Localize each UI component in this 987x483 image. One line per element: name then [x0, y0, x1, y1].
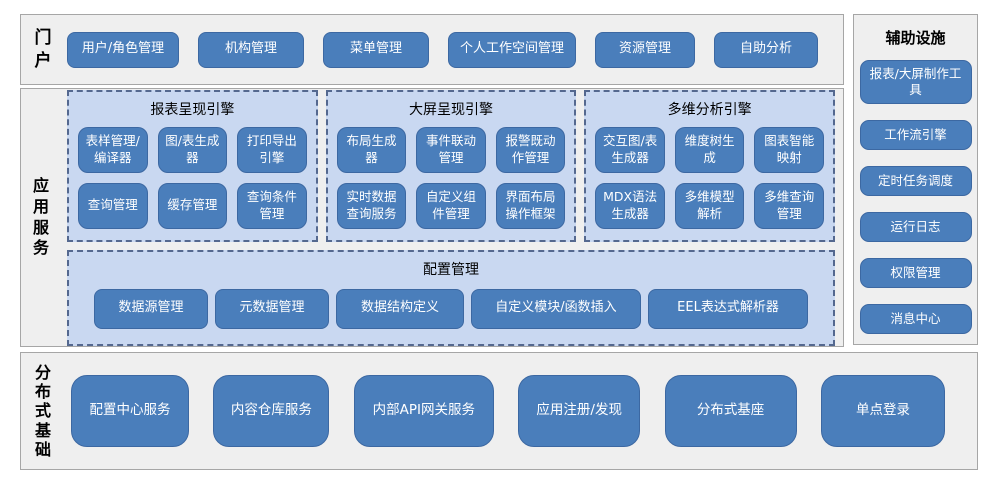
engine-panel-bigscreen-rendering: 大屏呈现引擎 布局生成器 事件联动管理 报警既动作管理 实时数据查询服务 自定义…	[325, 89, 577, 242]
engine-button-grid: 表样管理/编译器 图/表生成器 打印导出引擎 查询管理 缓存管理 查询条件管理	[78, 126, 307, 229]
config-button-eel-expression-parser[interactable]: EEL表达式解析器	[648, 288, 808, 329]
app-services-content: 报表呈现引擎 表样管理/编译器 图/表生成器 打印导出引擎 查询管理 缓存管理 …	[51, 89, 843, 346]
engine-button-grid: 布局生成器 事件联动管理 报警既动作管理 实时数据查询服务 自定义组件管理 界面…	[336, 126, 566, 229]
engine-button-cache-mgmt[interactable]: 缓存管理	[157, 182, 228, 229]
engine-button-chart-table-generator[interactable]: 图/表生成器	[157, 126, 228, 173]
engine-panel-title: 报表呈现引擎	[150, 101, 235, 118]
engines-row: 报表呈现引擎 表样管理/编译器 图/表生成器 打印导出引擎 查询管理 缓存管理 …	[67, 89, 836, 242]
foundation-button-row: 配置中心服务 内容仓库服务 内部API网关服务 应用注册/发现 分布式基座 单点…	[53, 375, 977, 447]
engine-panel-title: 大屏呈现引擎	[409, 101, 493, 118]
engine-button-print-export-engine[interactable]: 打印导出引擎	[237, 126, 307, 173]
config-panel-title: 配置管理	[423, 261, 479, 278]
engine-button-alarm-action-mgmt[interactable]: 报警既动作管理	[495, 126, 566, 173]
app-services-section: 应用服务 报表呈现引擎 表样管理/编译器 图/表生成器 打印导出引擎 查询管理 …	[20, 88, 844, 347]
engine-button-ui-layout-framework[interactable]: 界面布局操作框架	[495, 182, 566, 229]
portal-button-resource-mgmt[interactable]: 资源管理	[595, 31, 695, 68]
engine-button-custom-component-mgmt[interactable]: 自定义组件管理	[416, 182, 486, 229]
auxiliary-section: 辅助设施 报表/大屏制作工具 工作流引擎 定时任务调度 运行日志 权限管理 消息…	[853, 14, 978, 345]
aux-button-run-logs[interactable]: 运行日志	[859, 212, 972, 242]
engine-button-smart-chart-mapping[interactable]: 图表智能映射	[754, 126, 824, 173]
base-button-internal-api-gateway[interactable]: 内部API网关服务	[353, 375, 494, 447]
config-button-data-structure-definition[interactable]: 数据结构定义	[336, 288, 464, 329]
app-services-section-label: 应用服务	[32, 175, 49, 258]
engine-panel-olap-analysis: 多维分析引擎 交互图/表生成器 维度树生成 图表智能映射 MDX语法生成器 多维…	[584, 89, 836, 242]
engine-panel-report-rendering: 报表呈现引擎 表样管理/编译器 图/表生成器 打印导出引擎 查询管理 缓存管理 …	[67, 89, 318, 242]
auxiliary-button-column: 报表/大屏制作工具 工作流引擎 定时任务调度 运行日志 权限管理 消息中心	[854, 52, 977, 334]
base-button-config-center-service[interactable]: 配置中心服务	[71, 375, 189, 447]
engine-button-interactive-chart-generator[interactable]: 交互图/表生成器	[595, 126, 665, 173]
engine-button-mdx-generator[interactable]: MDX语法生成器	[595, 182, 665, 229]
config-button-metadata-mgmt[interactable]: 元数据管理	[215, 288, 329, 329]
aux-button-report-screen-tool[interactable]: 报表/大屏制作工具	[859, 60, 972, 104]
aux-button-workflow-engine[interactable]: 工作流引擎	[859, 120, 972, 150]
aux-button-permission-mgmt[interactable]: 权限管理	[859, 258, 972, 288]
portal-button-self-service-analysis[interactable]: 自助分析	[714, 31, 818, 68]
config-mgmt-panel: 配置管理 数据源管理 元数据管理 数据结构定义 自定义模块/函数插入 EEL表达…	[67, 249, 835, 346]
config-button-custom-module-function[interactable]: 自定义模块/函数插入	[471, 288, 641, 329]
config-button-datasource-mgmt[interactable]: 数据源管理	[94, 288, 208, 329]
portal-button-workspace-mgmt[interactable]: 个人工作空间管理	[448, 31, 576, 68]
portal-button-menu-mgmt[interactable]: 菜单管理	[323, 31, 429, 68]
portal-button-user-role-mgmt[interactable]: 用户/角色管理	[67, 31, 179, 68]
base-button-single-sign-on[interactable]: 单点登录	[820, 375, 945, 447]
engine-button-olap-query-mgmt[interactable]: 多维查询管理	[754, 182, 824, 229]
portal-button-row: 用户/角色管理 机构管理 菜单管理 个人工作空间管理 资源管理 自助分析	[67, 31, 843, 68]
engine-button-dimension-tree[interactable]: 维度树生成	[674, 126, 745, 173]
portal-button-org-mgmt[interactable]: 机构管理	[198, 31, 304, 68]
engine-button-grid: 交互图/表生成器 维度树生成 图表智能映射 MDX语法生成器 多维模型解析 多维…	[595, 126, 824, 229]
auxiliary-section-label: 辅助设施	[885, 29, 946, 47]
engine-button-style-mgmt-compiler[interactable]: 表样管理/编译器	[78, 126, 148, 173]
base-button-app-register-discovery[interactable]: 应用注册/发现	[518, 375, 641, 447]
engine-button-layout-generator[interactable]: 布局生成器	[336, 126, 407, 173]
engine-button-realtime-data-query[interactable]: 实时数据查询服务	[336, 182, 407, 229]
aux-button-scheduled-tasks[interactable]: 定时任务调度	[859, 166, 972, 196]
engine-button-query-condition-mgmt[interactable]: 查询条件管理	[237, 182, 307, 229]
aux-button-message-center[interactable]: 消息中心	[859, 304, 972, 334]
config-button-row: 数据源管理 元数据管理 数据结构定义 自定义模块/函数插入 EEL表达式解析器	[78, 287, 824, 333]
foundation-section-label: 分布式基础	[34, 363, 51, 459]
foundation-section: 分布式基础 配置中心服务 内容仓库服务 内部API网关服务 应用注册/发现 分布…	[20, 352, 978, 470]
portal-section-label: 门户	[34, 28, 52, 71]
base-button-content-repo-service[interactable]: 内容仓库服务	[213, 375, 330, 447]
base-button-distributed-base[interactable]: 分布式基座	[664, 375, 797, 447]
engine-button-event-linkage-mgmt[interactable]: 事件联动管理	[416, 126, 486, 173]
engine-button-query-mgmt[interactable]: 查询管理	[78, 182, 148, 229]
engine-button-olap-model-parsing[interactable]: 多维模型解析	[674, 182, 745, 229]
portal-section: 门户 用户/角色管理 机构管理 菜单管理 个人工作空间管理 资源管理 自助分析	[20, 14, 844, 85]
engine-panel-title: 多维分析引擎	[667, 101, 752, 118]
